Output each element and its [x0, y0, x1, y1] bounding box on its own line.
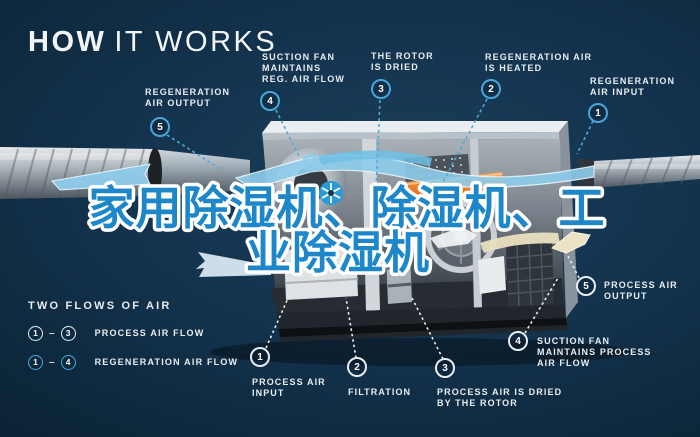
regeneration-flow-upper-arrow	[318, 150, 432, 167]
badge-regeneration-1: 1	[588, 103, 608, 123]
label-regeneration-air-output: REGENERATION AIR OUTPUT	[145, 87, 231, 108]
leader-reg-4	[275, 109, 301, 159]
legend-circle-1: 1	[28, 325, 43, 341]
label-process-air-output: PROCESS AIR OUTPUT	[604, 280, 678, 301]
regeneration-fan	[319, 181, 343, 205]
leader-proc-1	[265, 295, 290, 349]
leader-reg-5	[166, 134, 223, 171]
legend-circle-3: 3	[60, 325, 76, 341]
label-filtration: FILTRATION	[348, 387, 412, 397]
legend-label-process: PROCESS AIR FLOW	[94, 328, 205, 338]
title-word-it-works: IT WORKS	[114, 26, 278, 58]
legend-dash-2: –	[49, 356, 55, 368]
legend-label-regeneration: REGENERATION AIR FLOW	[94, 357, 239, 367]
leader-proc-5	[565, 251, 580, 279]
leader-proc-3	[411, 297, 444, 360]
leader-reg-1	[576, 120, 594, 155]
regeneration-output-arrow	[51, 163, 151, 191]
label-suction-fan-reg: SUCTION FAN MAINTAINS REG. AIR FLOW	[262, 52, 345, 84]
right-regeneration-duct	[578, 155, 700, 192]
badge-regeneration-3: 3	[371, 79, 391, 99]
process-output-arrow	[550, 231, 591, 254]
legend-two-flows: TWO FLOWS OF AIR 1 – 3 PROCESS AIR FLOW …	[28, 300, 238, 370]
title-word-how: HOW	[28, 26, 107, 58]
label-regeneration-air-input: REGENERATION AIR INPUT	[590, 76, 676, 97]
process-input-arrow	[196, 252, 272, 277]
air-flow-arrows	[51, 150, 595, 277]
leader-proc-2	[345, 297, 357, 359]
label-regeneration-air-heated: REGENERATION AIR IS HEATED	[485, 52, 593, 73]
badge-process-5: 5	[576, 276, 596, 296]
label-process-air-input: PROCESS AIR INPUT	[252, 377, 326, 398]
badge-regeneration-4: 4	[260, 91, 280, 111]
leader-reg-2	[441, 98, 488, 185]
legend-row-process: 1 – 3 PROCESS AIR FLOW	[28, 325, 238, 341]
label-process-air-dried: PROCESS AIR IS DRIED BY THE ROTOR	[437, 387, 563, 408]
badge-regeneration-2: 2	[481, 79, 501, 99]
badge-process-3: 3	[435, 358, 455, 378]
white-swoosh	[430, 227, 477, 248]
filter-cassettes	[284, 246, 358, 300]
headline-line-2: 业除湿机	[246, 227, 430, 278]
badge-process-4: 4	[508, 331, 528, 351]
legend-dash: –	[49, 327, 55, 339]
leader-reg-3	[374, 99, 381, 213]
label-rotor-is-dried: THE ROTOR IS DRIED	[371, 51, 434, 72]
label-suction-fan-process: SUCTION FAN MAINTAINS PROCESS AIR FLOW	[537, 336, 652, 368]
badge-process-2: 2	[347, 357, 367, 377]
process-dried-flow	[480, 232, 560, 253]
headline-line-1: 家用除湿机、除湿机、工	[89, 182, 606, 234]
legend-row-regeneration: 1 – 4 REGENERATION AIR FLOW	[28, 354, 238, 370]
badge-process-1: 1	[250, 347, 270, 367]
legend-title: TWO FLOWS OF AIR	[28, 300, 172, 312]
legend-circle-1b: 1	[28, 354, 43, 370]
badge-regeneration-5: 5	[150, 117, 170, 137]
legend-circle-4: 4	[60, 354, 76, 370]
